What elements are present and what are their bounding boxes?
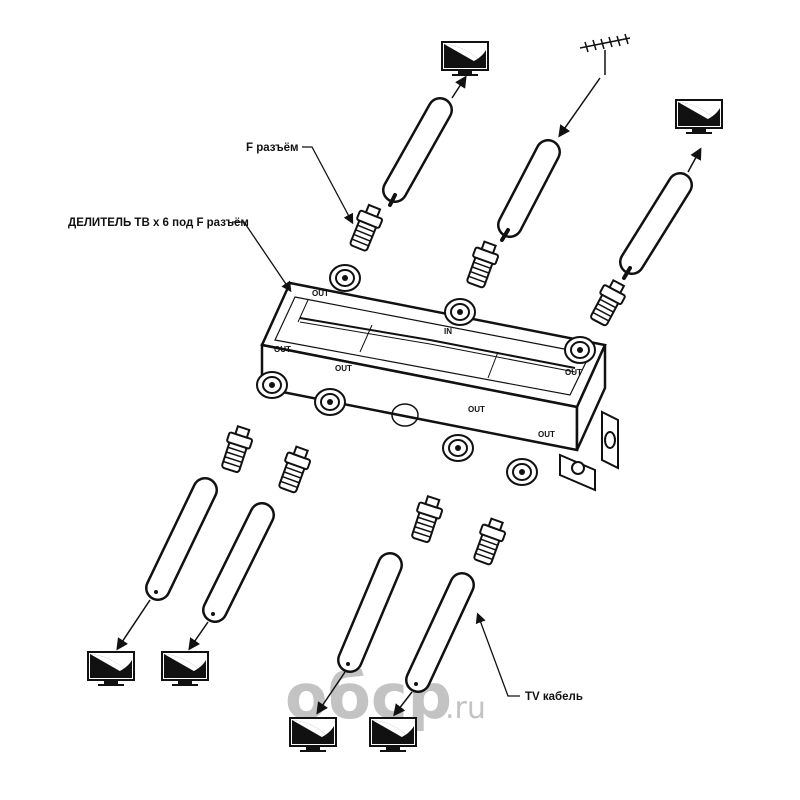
tv-cable-3 (619, 172, 693, 280)
tv-icon (369, 717, 417, 753)
label-tv-cable: TV кабель (525, 691, 583, 703)
arrow-to-tv (393, 691, 413, 717)
f-connector-4 (217, 423, 257, 475)
port-out-top-left (329, 264, 361, 292)
tv-cable-2 (497, 139, 561, 242)
port-label-out-1: OUT (312, 289, 329, 298)
arrow-to-tv (316, 671, 346, 715)
f-connector-5 (274, 443, 315, 496)
splitter-side-face (575, 344, 607, 451)
tv-icon (289, 717, 337, 753)
arrow-to-tv (188, 621, 209, 651)
f-connector-2 (462, 238, 503, 291)
tv-icon (161, 651, 209, 687)
tv-cable-5 (202, 502, 275, 623)
signal-arrows (116, 75, 702, 717)
callout-leaders (232, 146, 520, 697)
f-connector-6 (407, 493, 447, 545)
leader-tv-cable (475, 612, 520, 697)
tv-cable-6 (337, 552, 403, 673)
port-label-in: IN (444, 327, 452, 336)
label-splitter: ДЕЛИТЕЛЬ ТВ x 6 под F разъём (68, 217, 249, 229)
port-out-front-2 (314, 388, 346, 416)
watermark-suffix: .ru (445, 691, 486, 726)
f-connector-1 (345, 201, 387, 254)
tv-cables (145, 97, 693, 693)
f-connector-3 (586, 276, 631, 329)
screw-hole (391, 403, 419, 427)
port-out-front-4 (506, 458, 538, 486)
tv-icon (675, 99, 723, 135)
tv-icon (87, 651, 135, 687)
port-out-top-right (564, 336, 596, 364)
port-label-out-6: OUT (565, 368, 582, 377)
port-out-front-3 (442, 434, 474, 462)
port-in (444, 298, 476, 326)
port-label-out-5: OUT (538, 430, 555, 439)
tv-cable-1 (382, 97, 453, 207)
tv-cable-7 (405, 572, 475, 693)
port-label-out-4: OUT (468, 405, 485, 414)
f-connector-7 (469, 515, 510, 568)
arrow-to-tv (451, 75, 467, 99)
antenna-icon (579, 33, 631, 75)
splitter-body (260, 281, 619, 492)
port-label-out-3: OUT (335, 364, 352, 373)
label-f-connector: F разъём (246, 142, 299, 154)
tv-icon (441, 41, 489, 77)
arrow-to-tv (116, 599, 151, 651)
arrow-to-tv (687, 147, 702, 173)
leader-splitter (232, 221, 292, 293)
leader-f-connector (302, 146, 354, 225)
arrow-from-antenna (558, 77, 601, 138)
tv-cable-4 (145, 477, 218, 601)
mounting-tab (601, 410, 619, 470)
port-out-front-1 (256, 371, 288, 399)
port-label-out-2: OUT (274, 345, 291, 354)
